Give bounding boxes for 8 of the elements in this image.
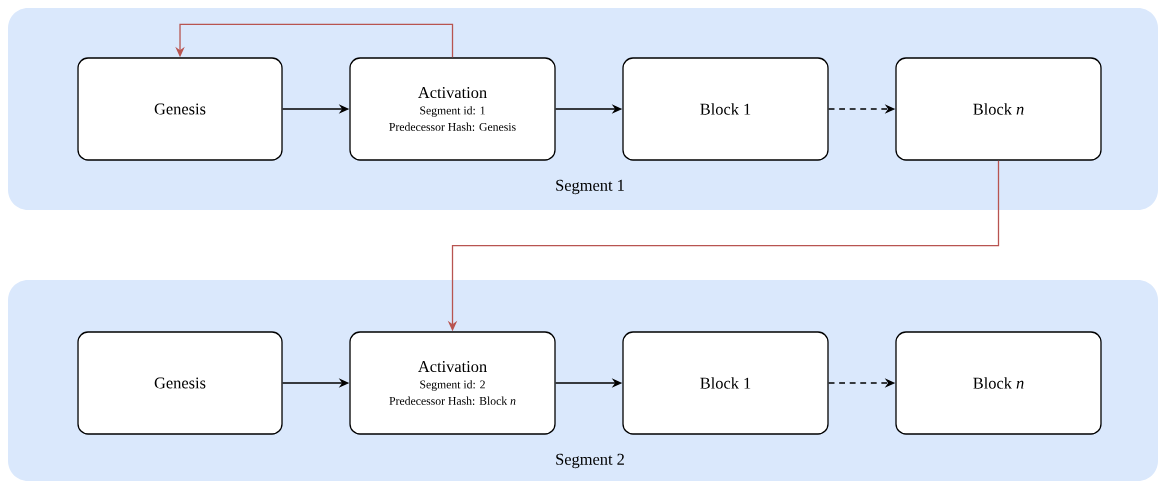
block-box: Block 1 [622, 331, 829, 435]
block-box: Activation Segment id: 1 Predecessor Hash: Genesis [349, 57, 556, 161]
block-box: Block 1 [622, 57, 829, 161]
block-box: Activation Segment id: 2 Predecessor Hash: Block n [349, 331, 556, 435]
block-box: Genesis [77, 331, 283, 435]
block-box: Block n [895, 331, 1102, 435]
block-box: Genesis [77, 57, 283, 161]
block-box: Block n [895, 57, 1102, 161]
